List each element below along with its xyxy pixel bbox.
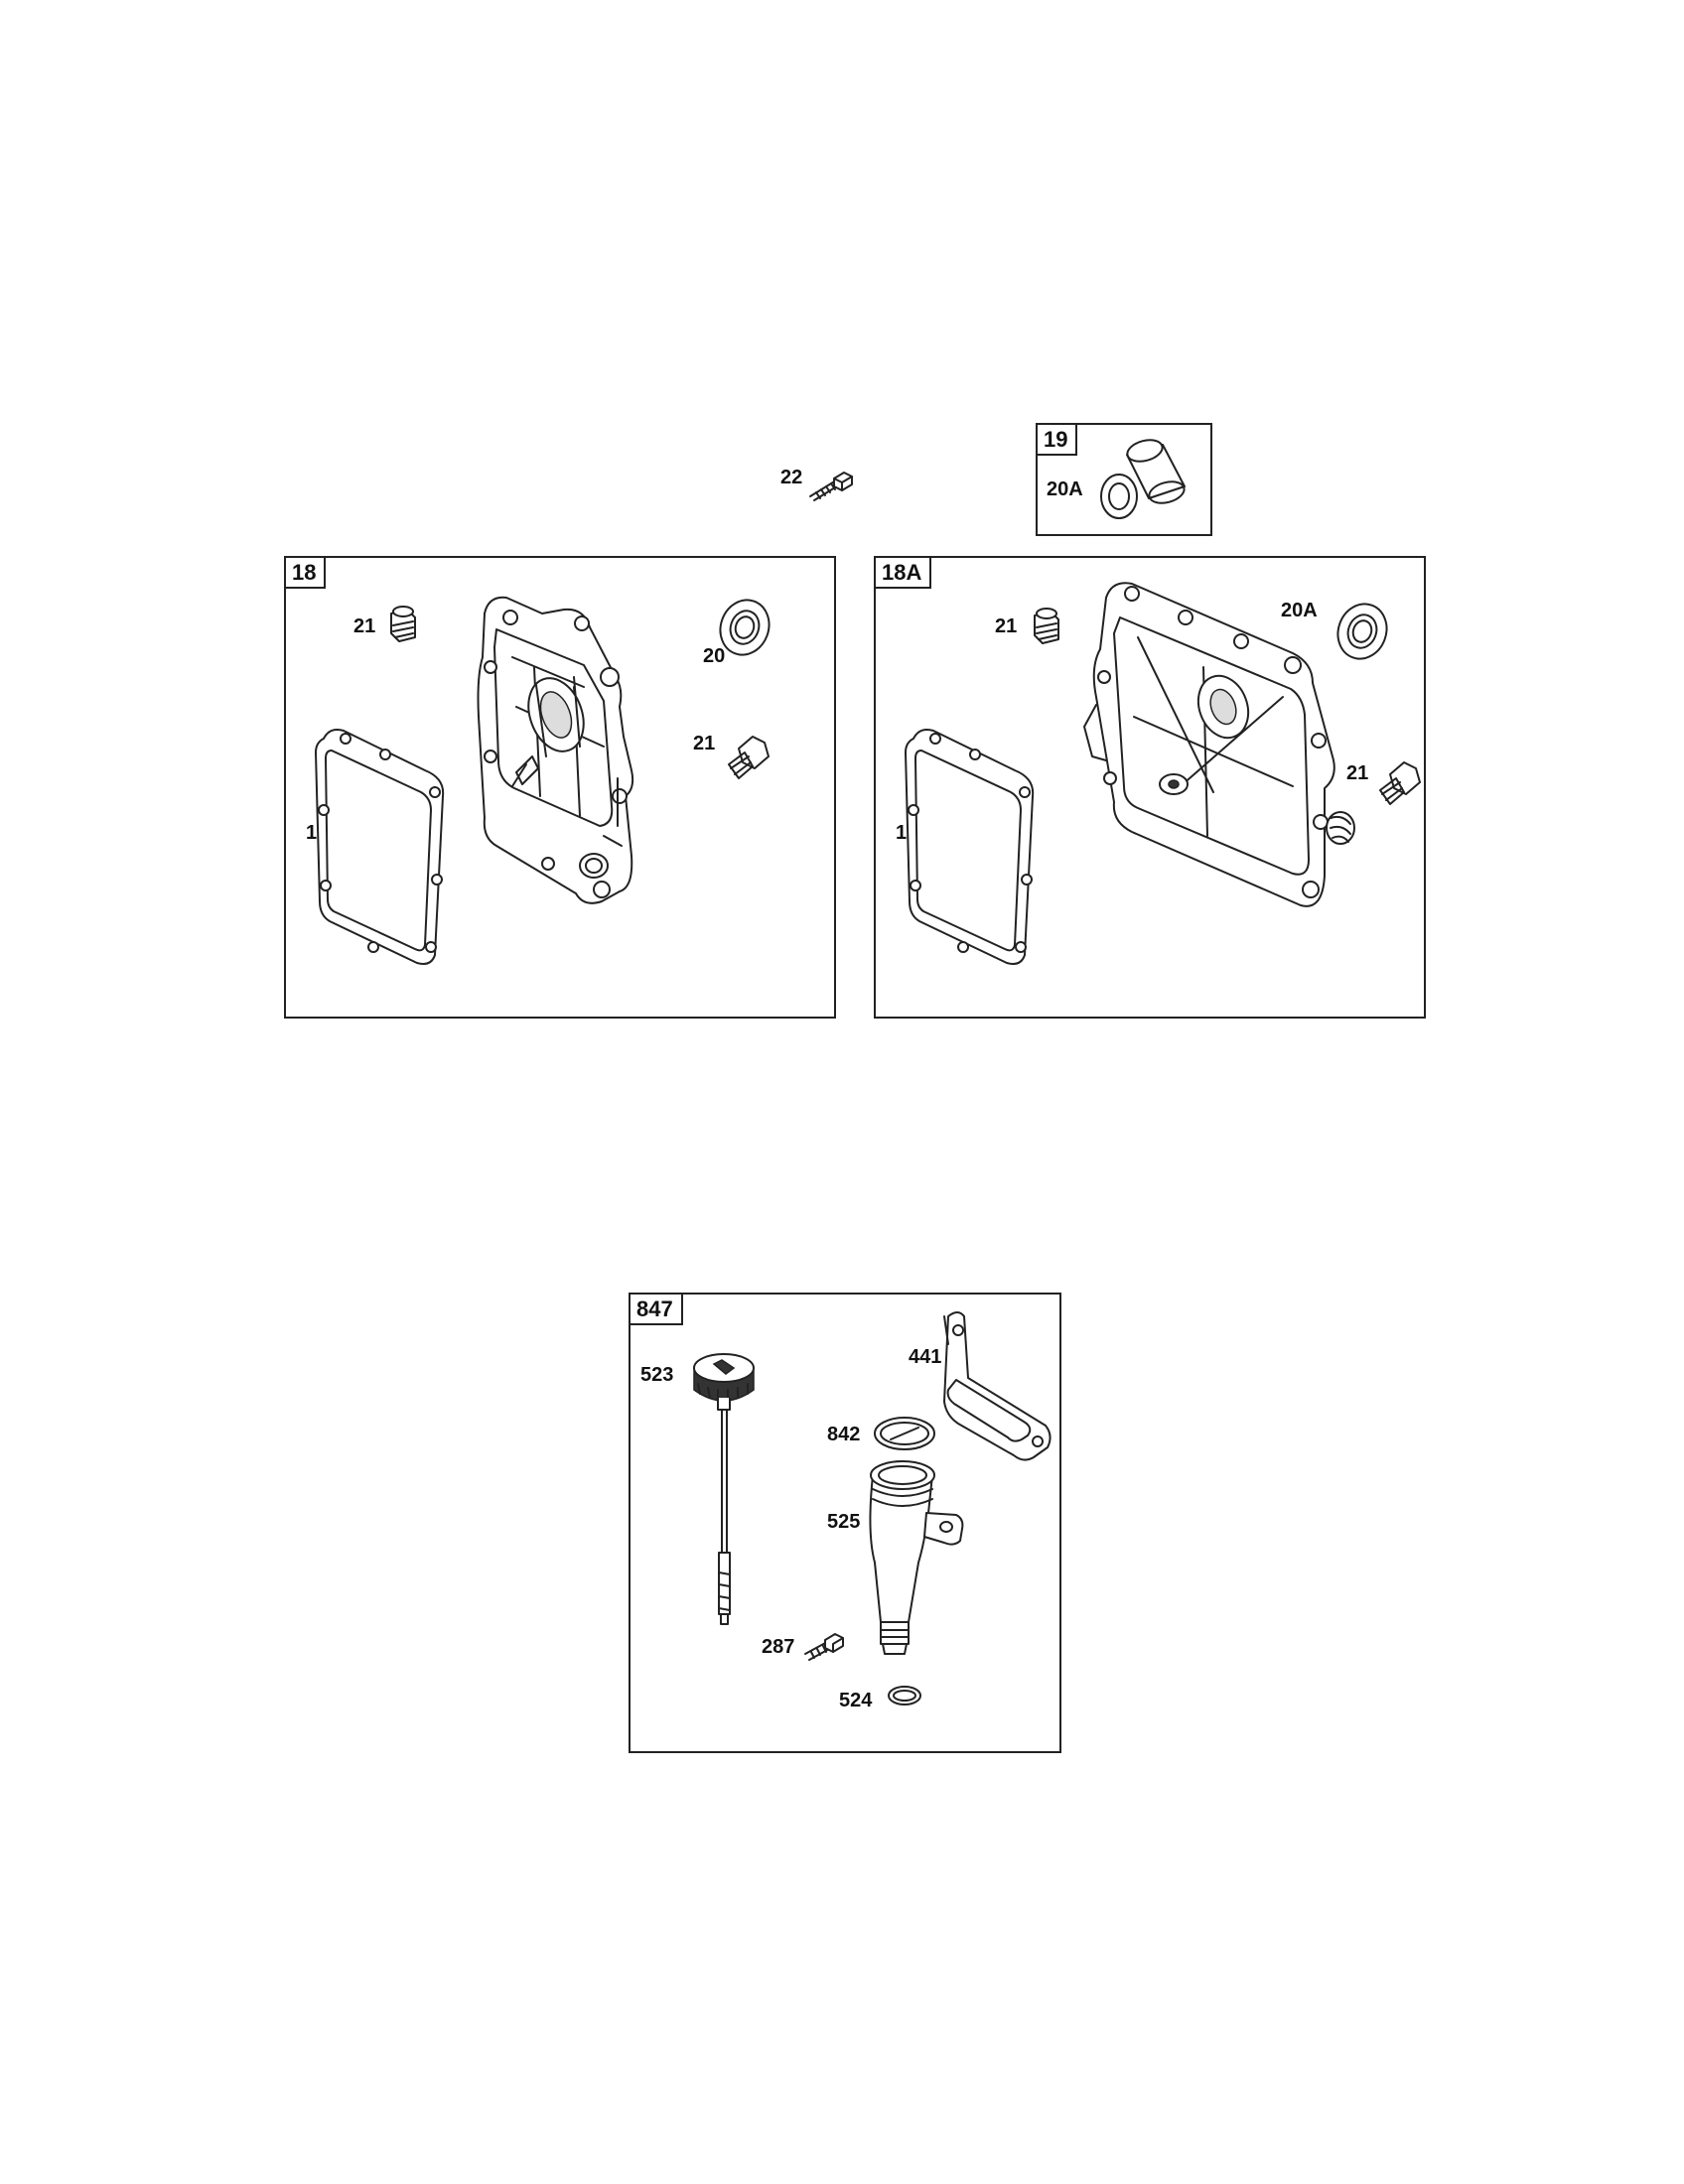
gasket-12-icon <box>906 730 1033 964</box>
plug-21-top-icon <box>391 607 415 641</box>
parts-group-847-panel: 847 523 441 842 525 287 524 <box>629 1293 1061 1753</box>
group-tag-18a: 18A <box>876 558 932 589</box>
plug-21-top-icon <box>1035 609 1058 643</box>
o-ring-842-icon <box>875 1418 934 1449</box>
dipstick-523-icon <box>694 1354 754 1624</box>
bolt-22-drawing <box>806 469 854 502</box>
callout-21-side: 21 <box>1346 762 1369 784</box>
screw-287-icon <box>805 1634 843 1660</box>
callout-20a: 20A <box>1047 478 1083 500</box>
crankcase-cover-18-icon <box>479 598 633 903</box>
callout-21-top: 21 <box>995 615 1018 637</box>
seal-and-sleeve-drawing <box>1097 435 1206 528</box>
oil-fill-kit-drawing <box>631 1295 1063 1755</box>
oil-fill-tube-525-icon <box>870 1461 962 1654</box>
callout-524: 524 <box>839 1690 873 1711</box>
plug-21-side-icon <box>1380 762 1420 804</box>
callout-20: 20 <box>703 645 726 667</box>
plug-21-side-icon <box>729 737 769 778</box>
group-tag-19: 19 <box>1038 425 1078 456</box>
callout-20a: 20A <box>1281 600 1318 621</box>
callout-21-top: 21 <box>353 615 376 637</box>
callout-842: 842 <box>827 1424 861 1445</box>
gasket-12-icon <box>316 730 443 964</box>
parts-group-18a-panel: 18A 21 20A 21 12 <box>874 556 1426 1019</box>
callout-525: 525 <box>827 1511 861 1533</box>
group-tag-847: 847 <box>631 1295 683 1325</box>
seal-20-icon <box>713 593 776 661</box>
seal-524-icon <box>889 1687 920 1705</box>
parts-group-19-panel: 19 20A <box>1036 423 1212 536</box>
callout-22: 22 <box>780 467 803 488</box>
crankcase-cover-18a-icon <box>1084 583 1354 906</box>
callout-287: 287 <box>762 1636 795 1658</box>
group-tag-18: 18 <box>286 558 327 589</box>
crankcase-cover-18a-drawing <box>876 558 1428 1021</box>
callout-523: 523 <box>640 1364 674 1386</box>
seal-20a-icon <box>1331 597 1394 665</box>
parts-group-18-panel: 18 21 20 21 12 <box>284 556 836 1019</box>
callout-21-side: 21 <box>693 733 716 754</box>
callout-441: 441 <box>909 1346 942 1368</box>
bracket-441-icon <box>944 1312 1051 1460</box>
crankcase-cover-18-drawing <box>286 558 838 1021</box>
